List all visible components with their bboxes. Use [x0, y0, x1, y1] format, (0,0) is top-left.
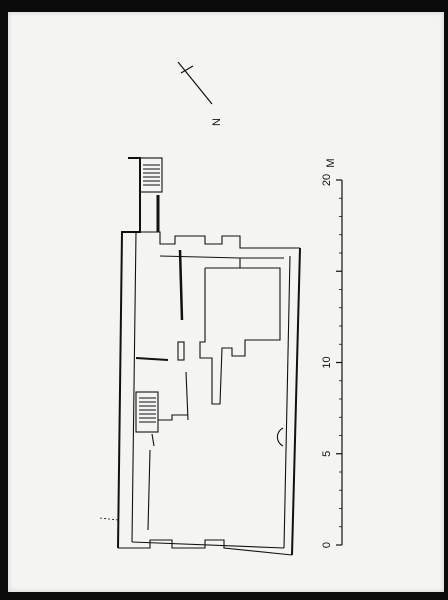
right-room-wall: [199, 267, 281, 405]
paper-sheet: [8, 12, 444, 592]
north-arrow: [177, 61, 213, 105]
floor-plan: [99, 157, 301, 556]
scale-bar: 0 5 10 20 M: [321, 158, 343, 548]
scale-tick-label-5: 5: [321, 451, 333, 457]
scale-bar-ticks: [336, 179, 342, 546]
lower-stairs: [135, 391, 188, 447]
outer-wall-top: [140, 231, 300, 249]
north-arrow-crossbar: [180, 65, 194, 74]
upper-stairs: [139, 157, 163, 232]
north-arrow-shaft: [177, 61, 213, 105]
scale-bar-unit: M: [325, 158, 337, 167]
north-label: N: [211, 118, 223, 126]
lower-corridor-wall: [147, 449, 151, 531]
inner-wall-right: [283, 255, 291, 549]
scale-bar-labels: 0 5 10 20: [321, 174, 333, 548]
wall-niche: [276, 427, 284, 447]
central-wall: [178, 249, 184, 321]
inner-wall-left: [131, 231, 137, 543]
outer-wall-right: [291, 247, 301, 556]
inner-wall-top: [159, 255, 284, 259]
pillar: [177, 341, 185, 361]
outer-wall-left: [117, 157, 141, 549]
entry-mark: [99, 517, 119, 521]
scale-tick-label-10: 10: [321, 356, 333, 368]
inner-wall-bottom: [131, 541, 285, 549]
scale-tick-label-20: 20: [321, 174, 333, 186]
mid-partition: [135, 357, 169, 361]
scale-tick-label-0: 0: [321, 542, 333, 548]
partition-vertical: [185, 371, 189, 421]
outer-wall-bottom: [118, 539, 293, 556]
